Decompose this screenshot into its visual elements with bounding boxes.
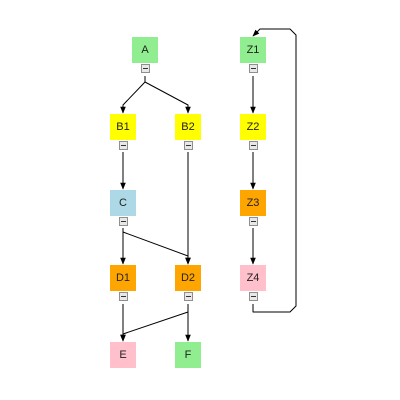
node-label: Z2	[246, 121, 260, 133]
edge-a-b2	[144, 81, 191, 114]
collapse-toggle-a-minus-icon[interactable]	[140, 64, 150, 73]
node-e[interactable]: E	[110, 342, 136, 368]
node-d2[interactable]: D2	[175, 265, 201, 291]
node-label: C	[119, 197, 127, 209]
node-label: F	[184, 349, 192, 361]
node-label: E	[119, 349, 127, 361]
node-label: B1	[116, 121, 130, 133]
node-label: D2	[180, 272, 196, 284]
collapse-toggle-b2-minus-icon[interactable]	[183, 141, 193, 150]
node-label: Z1	[246, 44, 260, 56]
collapse-toggle-z2-minus-icon[interactable]	[248, 141, 258, 150]
node-b2[interactable]: B2	[175, 114, 201, 140]
node-d1[interactable]: D1	[110, 265, 136, 291]
node-z1[interactable]: Z1	[240, 37, 266, 63]
collapse-toggle-b1-minus-icon[interactable]	[118, 141, 128, 150]
node-z2[interactable]: Z2	[240, 114, 266, 140]
node-z4[interactable]: Z4	[240, 265, 266, 291]
node-label: Z4	[246, 272, 260, 284]
edges-layer	[120, 28, 297, 342]
edge-c-d2	[122, 231, 191, 265]
collapse-toggle-z4-minus-icon[interactable]	[248, 292, 258, 301]
node-z3[interactable]: Z3	[240, 190, 266, 216]
collapse-toggle-z1-minus-icon[interactable]	[248, 64, 258, 73]
node-label: A	[141, 44, 149, 56]
edge-d2-e	[120, 304, 189, 342]
node-b1[interactable]: B1	[110, 114, 136, 140]
node-label: Z3	[246, 197, 260, 209]
edge-z4-z1	[252, 28, 297, 313]
collapse-toggle-d1-minus-icon[interactable]	[118, 292, 128, 301]
collapse-toggle-d2-minus-icon[interactable]	[183, 292, 193, 301]
node-c[interactable]: C	[110, 190, 136, 216]
collapse-toggle-c-minus-icon[interactable]	[118, 217, 128, 226]
node-label: B2	[181, 121, 195, 133]
edge-a-b1	[120, 76, 146, 114]
node-f[interactable]: F	[175, 342, 201, 368]
node-a[interactable]: A	[132, 37, 158, 63]
collapse-toggle-z3-minus-icon[interactable]	[248, 217, 258, 226]
node-label: D1	[115, 272, 131, 284]
